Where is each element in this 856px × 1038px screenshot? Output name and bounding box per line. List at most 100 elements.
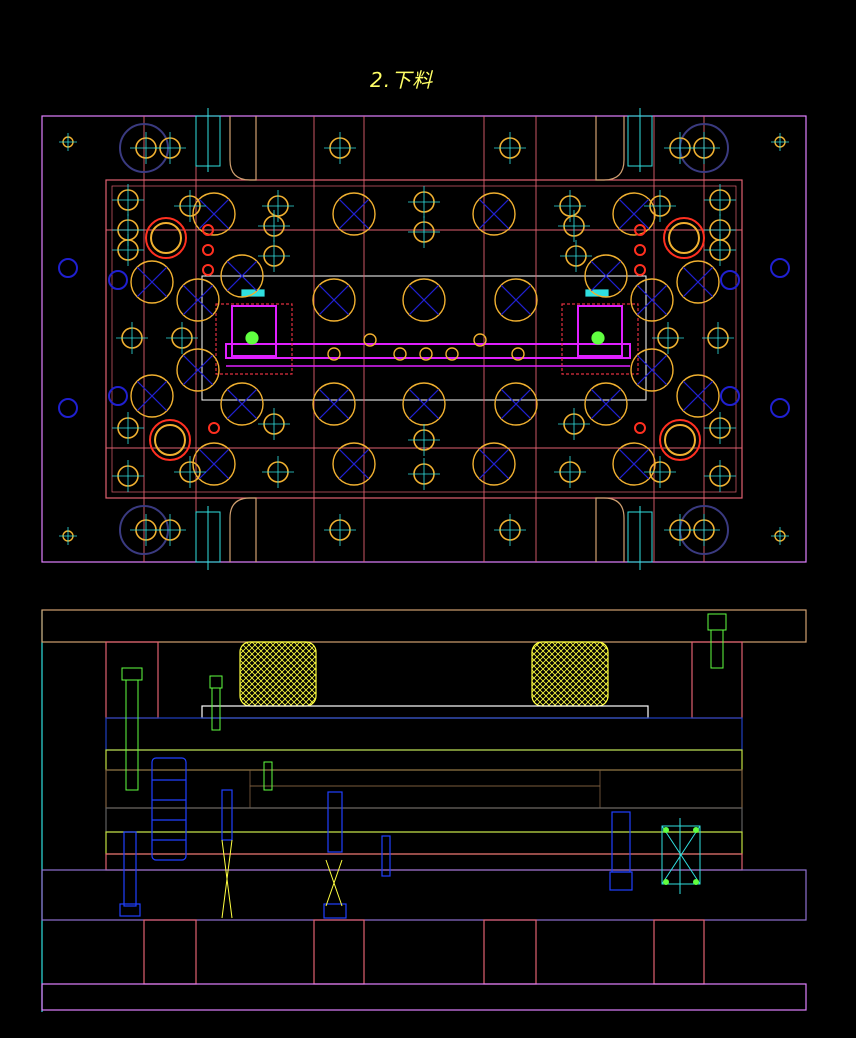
- stripper-plate: [201, 705, 649, 719]
- hole-cross: [636, 284, 668, 316]
- locator-hole: [58, 258, 78, 278]
- locator-hole: [108, 386, 128, 406]
- center-mark: [166, 322, 198, 354]
- locator-hole: [58, 398, 78, 418]
- hole-cross: [682, 266, 714, 298]
- center-mark: [174, 456, 206, 488]
- hole-cross: [408, 284, 440, 316]
- parallel-4: [653, 919, 705, 985]
- center-mark: [112, 234, 144, 266]
- spring-left: [239, 641, 317, 707]
- die-plate-top: [105, 749, 743, 771]
- guide-hole: [130, 374, 174, 418]
- guide-hole: [312, 278, 356, 322]
- guide-hole: [402, 278, 446, 322]
- guide-hole: [676, 374, 720, 418]
- center-mark: [644, 456, 676, 488]
- lower-shoe-top: [105, 853, 743, 871]
- locator-hole: [770, 398, 790, 418]
- top-plate: [41, 609, 807, 643]
- hole-cross: [500, 388, 532, 420]
- parallel-2: [313, 919, 365, 985]
- center-mark: [408, 186, 440, 218]
- pilot-hole: [202, 244, 214, 256]
- pilot-hole: [634, 244, 646, 256]
- center-mark: [59, 527, 77, 545]
- center-mark: [688, 132, 720, 164]
- hole-cross: [318, 284, 350, 316]
- center-mark: [324, 514, 356, 546]
- guide-hole: [192, 442, 236, 486]
- die-plate: [105, 769, 743, 809]
- strip-hole: [327, 347, 341, 361]
- center-mark: [558, 210, 590, 242]
- guide-hole: [220, 382, 264, 426]
- center-mark: [262, 456, 294, 488]
- guide-hole: [472, 192, 516, 236]
- strip-hole: [473, 333, 487, 347]
- center-mark: [560, 240, 592, 272]
- spring-hole: [659, 419, 701, 461]
- center-mark: [771, 527, 789, 545]
- pilot-hole: [208, 422, 220, 434]
- center-mark: [59, 133, 77, 151]
- center-mark: [116, 322, 148, 354]
- parallel-1: [143, 919, 197, 985]
- center-mark: [704, 234, 736, 266]
- strip-hole: [511, 347, 525, 361]
- center-mark: [324, 132, 356, 164]
- punch-plate: [105, 717, 743, 751]
- hole-cross: [338, 448, 370, 480]
- center-mark: [652, 322, 684, 354]
- hole-cross: [318, 388, 350, 420]
- spring-hole-inner: [150, 222, 182, 254]
- strip-material: [225, 343, 631, 359]
- center-mark: [702, 322, 734, 354]
- center-mark: [112, 412, 144, 444]
- guide-hole: [584, 254, 628, 298]
- guide-hole: [332, 192, 376, 236]
- drawing-title: 2.下料: [370, 68, 434, 92]
- plan-outer-plate: [41, 115, 807, 563]
- plan-inner-plate: [105, 179, 743, 499]
- plan-stripper-area: [201, 275, 647, 401]
- center-mark: [704, 460, 736, 492]
- spring-hole-inner: [668, 222, 700, 254]
- center-mark: [704, 184, 736, 216]
- pilot-hole: [202, 224, 214, 236]
- center-mark: [494, 514, 526, 546]
- backing-plate: [105, 807, 743, 833]
- center-mark: [688, 514, 720, 546]
- center-mark: [408, 424, 440, 456]
- guide-hole: [630, 348, 674, 392]
- pilot-hole: [634, 224, 646, 236]
- hole-cross: [198, 448, 230, 480]
- hole-cross: [500, 284, 532, 316]
- hole-cross: [136, 266, 168, 298]
- center-mark: [258, 408, 290, 440]
- strip-hole: [445, 347, 459, 361]
- locator-hole: [770, 258, 790, 278]
- center-mark: [644, 190, 676, 222]
- strip-hole: [419, 347, 433, 361]
- pilot-hole: [634, 264, 646, 276]
- strip-hole: [363, 333, 377, 347]
- strip-hole: [393, 347, 407, 361]
- locator-hole: [720, 386, 740, 406]
- spring-hole-inner: [664, 424, 696, 456]
- guide-hole: [584, 382, 628, 426]
- hole-cross: [590, 388, 622, 420]
- center-mark: [258, 210, 290, 242]
- spring-hole: [149, 419, 191, 461]
- upper-pad-right: [691, 641, 743, 719]
- pilot-hole: [202, 264, 214, 276]
- center-mark: [494, 132, 526, 164]
- spring-hole: [145, 217, 187, 259]
- hole-cross: [226, 388, 258, 420]
- hole-cross: [682, 380, 714, 412]
- center-mark: [704, 412, 736, 444]
- parallel-3: [483, 919, 537, 985]
- center-mark: [558, 408, 590, 440]
- guide-hole: [312, 382, 356, 426]
